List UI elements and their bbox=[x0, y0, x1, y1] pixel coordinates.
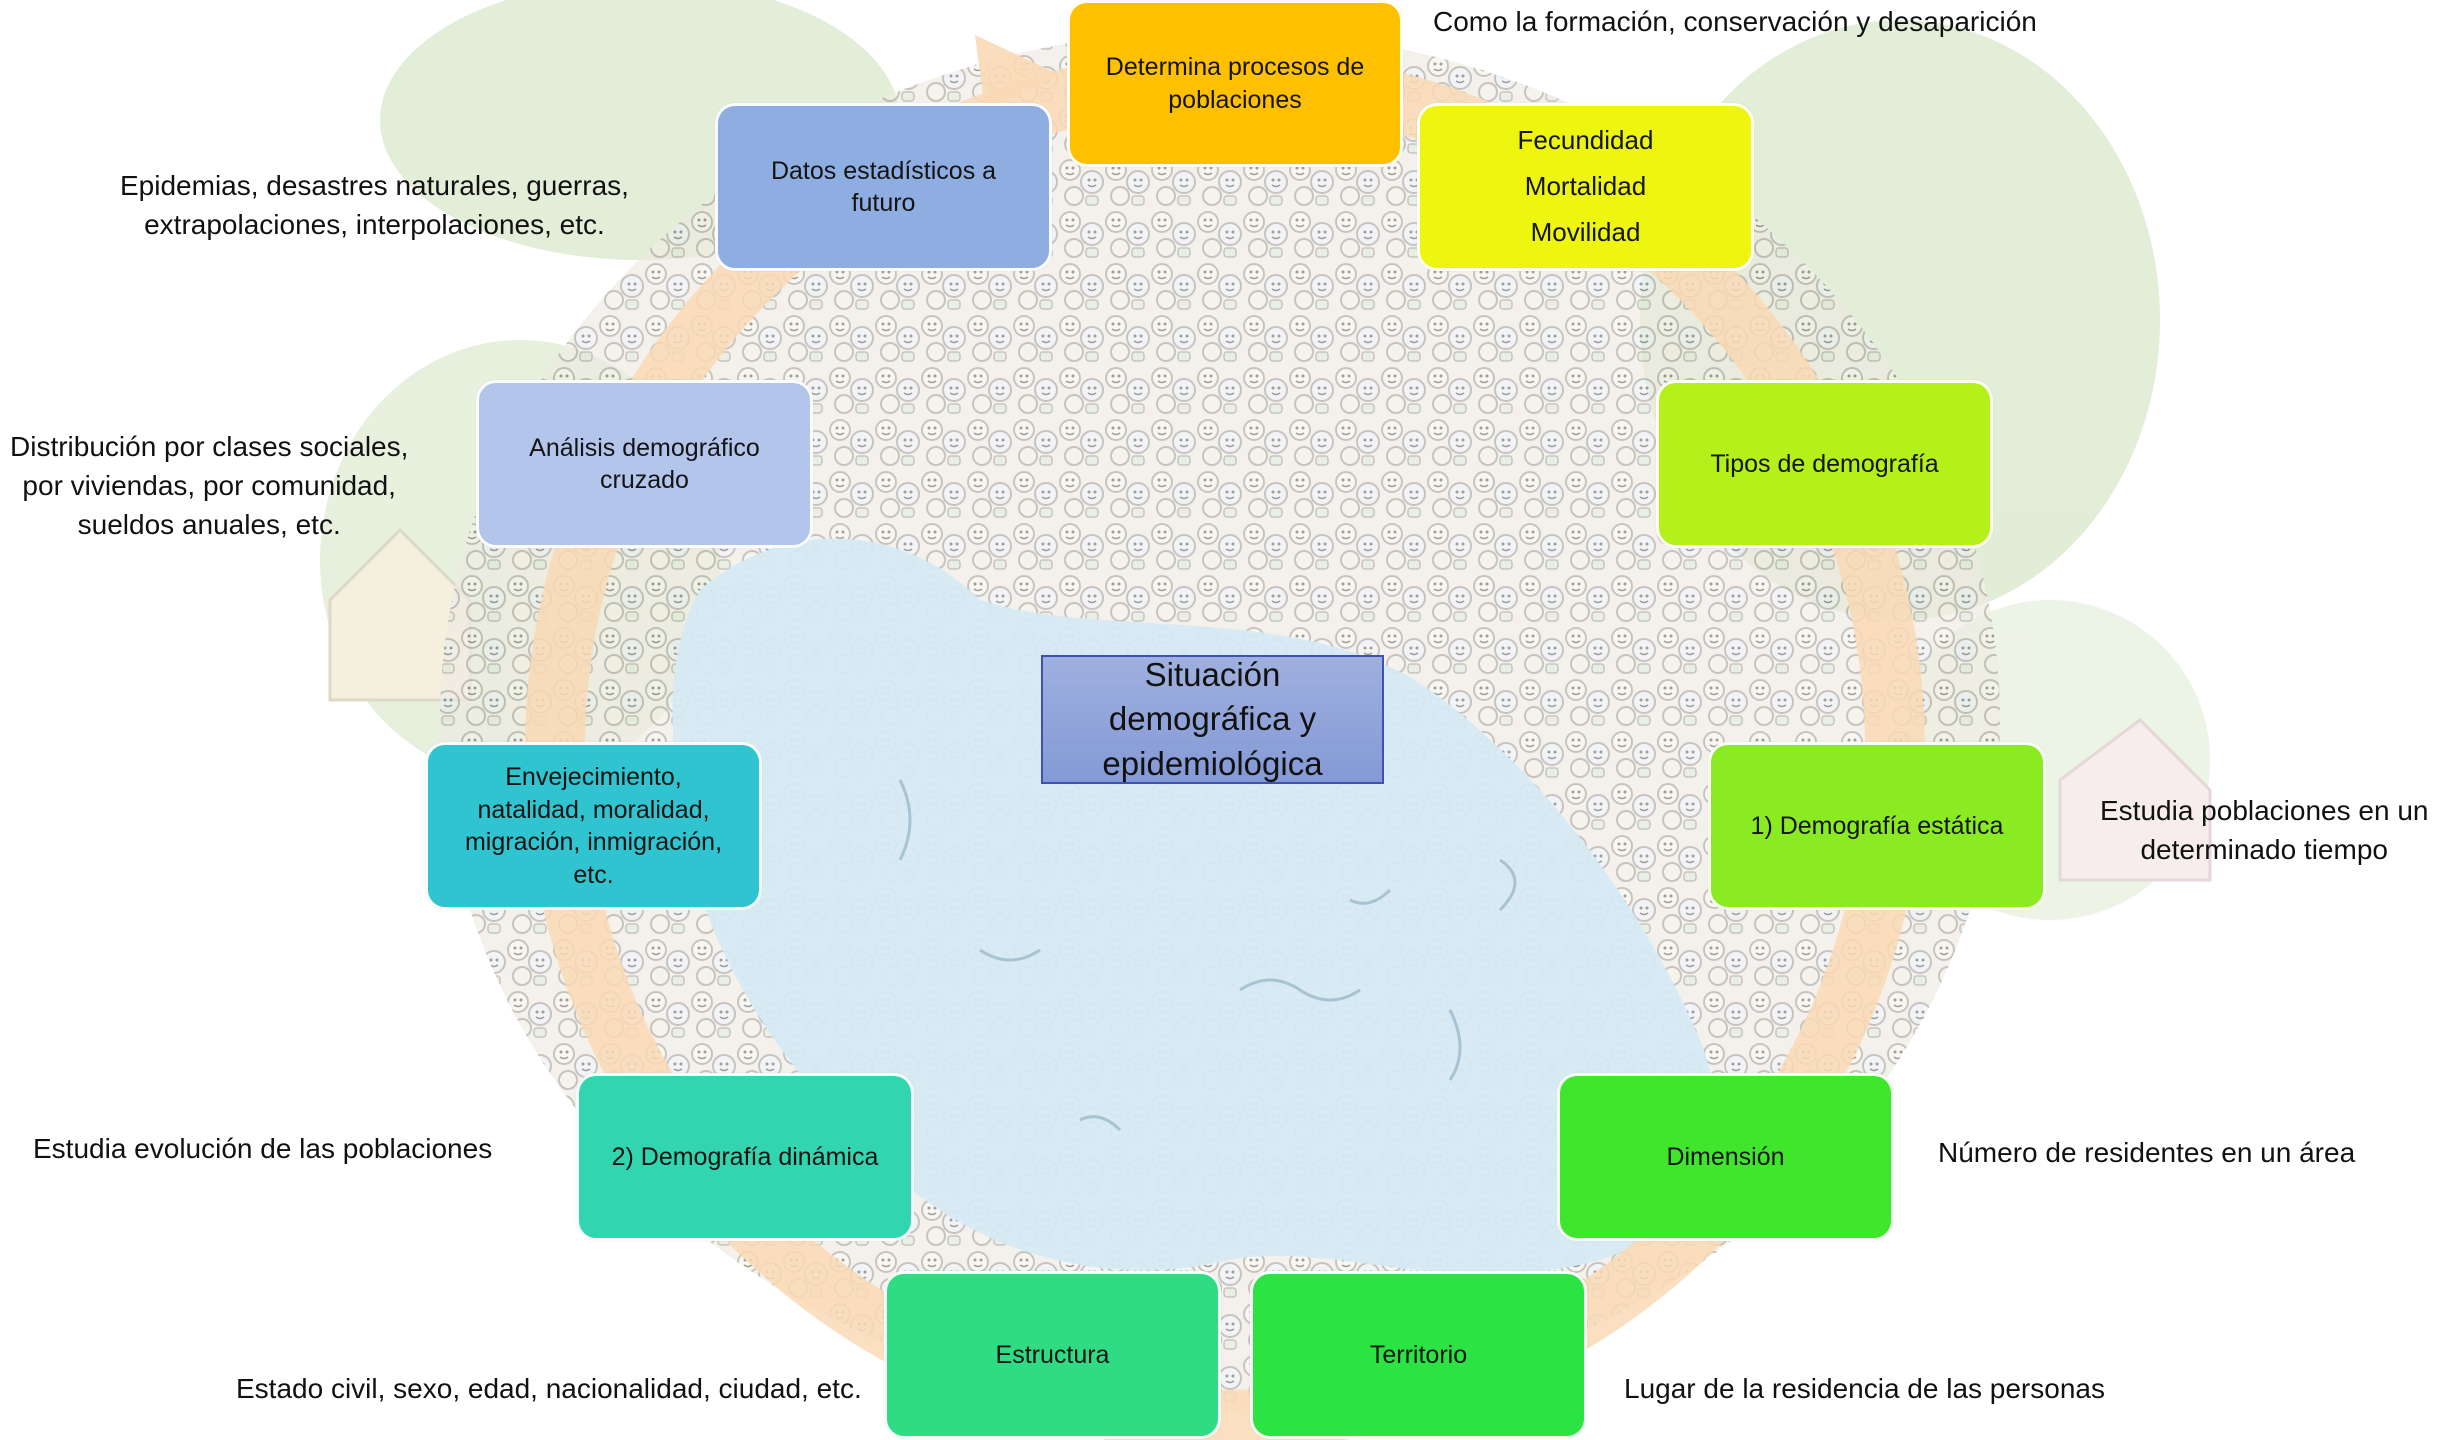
node-label: Tipos de demografía bbox=[1710, 449, 1939, 478]
annotation-line: Como la formación, conservación y desapa… bbox=[1433, 6, 2037, 37]
node-analisis-demografico-cruzado: Análisis demográfico cruzado bbox=[476, 380, 813, 548]
node-label: migración, inmigración, bbox=[464, 828, 723, 856]
node-label: Análisis demográfico bbox=[529, 433, 760, 462]
annotation-line: Estudia poblaciones en un bbox=[2100, 795, 2429, 826]
annotation-line: Estado civil, sexo, edad, nacionalidad, … bbox=[236, 1373, 862, 1404]
annotation-line: extrapolaciones, interpolaciones, etc. bbox=[144, 209, 605, 241]
annotation-cruzado: Distribución por clases sociales, por vi… bbox=[10, 427, 408, 545]
annotation-line: sueldos anuales, etc. bbox=[77, 509, 341, 541]
node-label: Fecundidad bbox=[1517, 125, 1654, 156]
node-label: Territorio bbox=[1369, 1340, 1468, 1369]
center-topic-line: demográfica y bbox=[1108, 700, 1317, 738]
node-label: natalidad, moralidad, bbox=[477, 795, 710, 824]
node-label: Mortalidad bbox=[1524, 171, 1647, 202]
annotation-territorio: Lugar de la residencia de las personas bbox=[1624, 1369, 2105, 1408]
annotation-dinamica: Estudia evolución de las poblaciones bbox=[33, 1129, 492, 1168]
node-label: Determina procesos de bbox=[1105, 53, 1365, 81]
annotation-estructura: Estado civil, sexo, edad, nacionalidad, … bbox=[236, 1369, 862, 1408]
node-label: Datos estadísticos a bbox=[770, 156, 997, 185]
node-label: cruzado bbox=[600, 466, 689, 494]
node-label: poblaciones bbox=[1168, 85, 1302, 114]
node-label: 1) Demografía estática bbox=[1750, 811, 2004, 840]
node-dimension: Dimensión bbox=[1557, 1073, 1894, 1241]
annotation-line: Estudia evolución de las poblaciones bbox=[33, 1133, 493, 1164]
annotation-dimension: Número de residentes en un área bbox=[1938, 1133, 2355, 1172]
node-label: Dimensión bbox=[1666, 1142, 1785, 1171]
annotation-procesos: Como la formación, conservación y desapa… bbox=[1433, 2, 2037, 41]
center-topic-line: Situación bbox=[1144, 655, 1281, 693]
annotation-line: Epidemias, desastres naturales, guerras, bbox=[120, 170, 629, 201]
node-determina-procesos: Determina procesos de poblaciones bbox=[1067, 0, 1403, 167]
node-label: Estructura bbox=[995, 1340, 1110, 1369]
node-demografia-dinamica: 2) Demografía dinámica bbox=[576, 1073, 914, 1241]
node-tipos-de-demografia: Tipos de demografía bbox=[1656, 380, 1993, 548]
node-label: Envejecimiento, bbox=[505, 763, 682, 791]
node-label: futuro bbox=[851, 189, 916, 217]
node-envejecimiento: Envejecimiento, natalidad, moralidad, mi… bbox=[425, 742, 762, 910]
node-label: 2) Demografía dinámica bbox=[611, 1142, 879, 1171]
annotation-estatica: Estudia poblaciones en un determinado ti… bbox=[2100, 791, 2428, 869]
annotation-line: Distribución por clases sociales, bbox=[10, 431, 409, 462]
annotation-line: Número de residentes en un área bbox=[1938, 1137, 2356, 1168]
node-fecundidad-mortalidad-movilidad: Fecundidad Mortalidad Movilidad bbox=[1417, 103, 1754, 271]
annotation-line: determinado tiempo bbox=[2140, 834, 2388, 866]
node-estructura: Estructura bbox=[884, 1271, 1221, 1439]
annotation-line: Lugar de la residencia de las personas bbox=[1624, 1373, 2105, 1404]
node-label: Movilidad bbox=[1530, 216, 1641, 247]
center-topic: Situación demográfica y epidemiológica bbox=[1041, 655, 1384, 784]
node-datos-estadisticos-futuro: Datos estadísticos a futuro bbox=[715, 103, 1052, 271]
node-label: etc. bbox=[573, 860, 614, 889]
node-demografia-estatica: 1) Demografía estática bbox=[1708, 742, 2046, 910]
center-topic-line: epidemiológica bbox=[1102, 744, 1323, 782]
node-territorio: Territorio bbox=[1250, 1271, 1587, 1439]
annotation-line: por viviendas, por comunidad, bbox=[22, 470, 396, 502]
annotation-futuro: Epidemias, desastres naturales, guerras,… bbox=[120, 166, 629, 244]
